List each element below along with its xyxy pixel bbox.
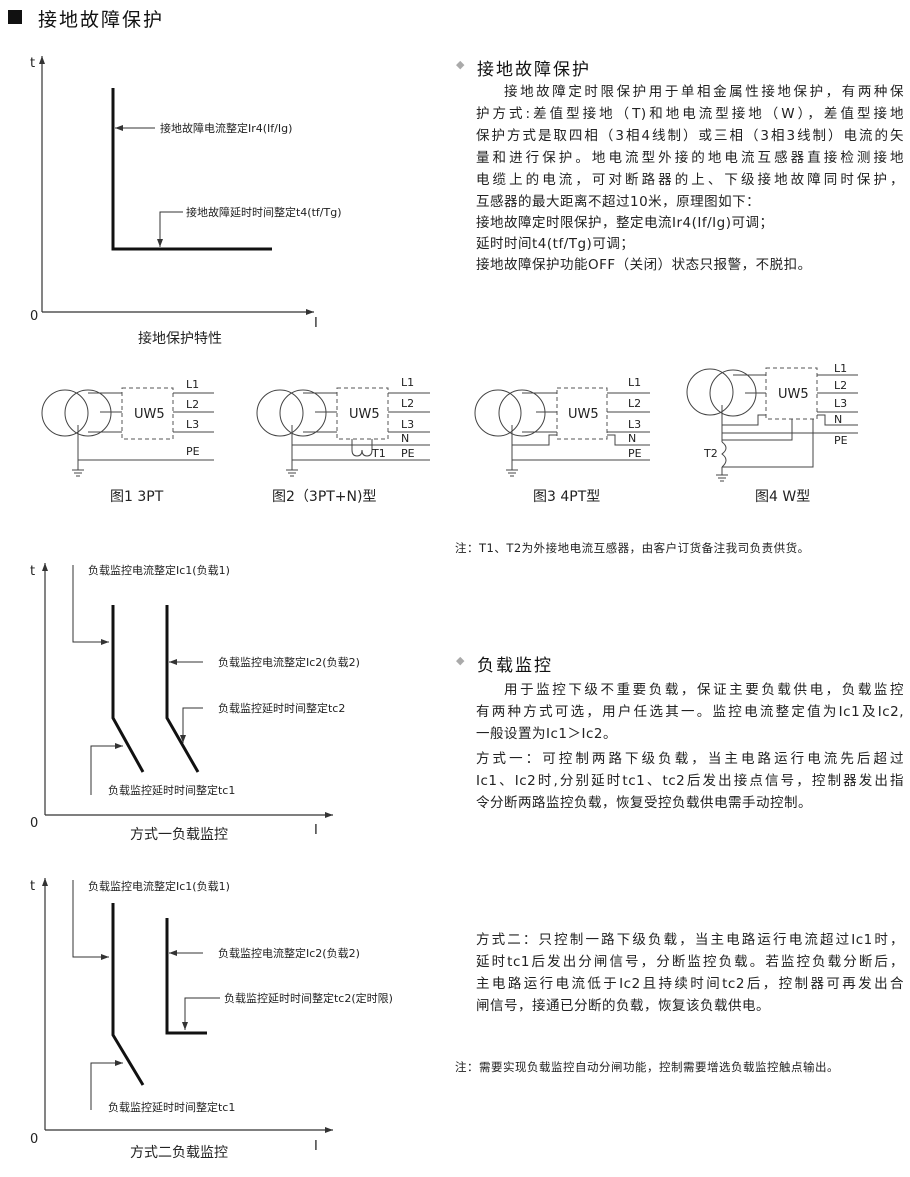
text-line: 互感器的最大距离不超过10米，原理图如下： xyxy=(476,194,761,210)
uw5-label: UW5 xyxy=(134,407,165,422)
chart-caption: 接地保护特性 xyxy=(138,330,222,347)
text-line: 有两种方式可选，用户任选其一。监控电流整定值为Ic1及Ic2, xyxy=(476,704,904,720)
diagram-note: 注：T1、T2为外接地电流互感器，由客户订货备注我司负责供货。 xyxy=(455,541,810,555)
i-axis-label: I xyxy=(314,316,318,331)
tc1-annotation: 负载监控延时时间整定tc1 xyxy=(108,783,235,797)
text-line: 一般设置为Ic1＞Ic2。 xyxy=(476,726,617,742)
text-line: 闸信号，接通已分断的负载，恢复该负载供电。 xyxy=(476,998,770,1014)
origin-label: 0 xyxy=(30,1132,38,1147)
l3-label: L3 xyxy=(628,418,641,431)
annotation-arrow xyxy=(157,211,183,247)
l1-label: L1 xyxy=(628,376,641,389)
t2-label: T2 xyxy=(703,447,718,460)
diagram-3pt: UW5 L1 L2 L3 PE 图1 3PT xyxy=(41,378,214,505)
text-line: 延时tc1后发出分闸信号，分断监控负载。若监控负载分断后， xyxy=(476,954,904,970)
ic2-annotation: 负载监控电流整定Ic2(负载2) xyxy=(218,946,360,960)
l2-label: L2 xyxy=(628,397,641,410)
origin-label: 0 xyxy=(30,309,38,324)
i-axis-label: I xyxy=(314,1139,318,1154)
text-line: 延时时间t4(tf/Tg)可调； xyxy=(476,236,635,252)
text-line: 护方式:差值型接地（T)和地电流型接地（W），差值型接地 xyxy=(476,106,904,122)
uw5-label: UW5 xyxy=(778,387,809,402)
load-mode1-chart: t 0 I 负载监控电流整定Ic1(负载1) 负载监控电流整定Ic2(负载2) … xyxy=(30,563,360,843)
text-line: 接地故障保护功能OFF（关闭）状态只报警，不脱扣。 xyxy=(476,257,812,273)
ic2-annotation: 负载监控电流整定Ic2(负载2) xyxy=(218,655,360,669)
t1-label: T1 xyxy=(371,447,386,460)
n-label: N xyxy=(628,432,636,445)
l3-label: L3 xyxy=(834,397,847,410)
text-line: 量和进行保护。地电流型外接的地电流互感器直接检测接地 xyxy=(476,150,904,166)
load1-curve xyxy=(111,903,145,1086)
diagram-4pt: UW5 L1 L2 L3 N PE 图3 4PT型 xyxy=(474,376,650,505)
text-line: 保护方式是取四相（3相4线制）或三相（3相3线制）电流的矢 xyxy=(476,128,904,144)
ic1-annotation: 负载监控电流整定Ic1(负载1) xyxy=(88,563,230,577)
diagram-caption: 图3 4PT型 xyxy=(533,489,600,505)
diagram-w: UW5 L1 L2 L3 N PE T2 图4 W型 xyxy=(686,362,858,505)
l1-label: L1 xyxy=(401,376,414,389)
l2-label: L2 xyxy=(186,398,199,411)
text-line: 方式一：可控制两路下级负载，当主电路运行电流先后超过 xyxy=(476,751,904,767)
l2-label: L2 xyxy=(834,379,847,392)
text-line: Ic1、Ic2时,分别延时tc1、tc2后发出接点信号，控制器发出指 xyxy=(476,773,904,789)
load-note: 注：需要实现负载监控自动分闸功能，控制需要增选负载监控触点输出。 xyxy=(455,1060,839,1074)
chart-caption: 方式一负载监控 xyxy=(130,827,228,843)
pe-label: PE xyxy=(401,447,415,460)
load-heading: 负载监控 xyxy=(477,656,553,676)
pe-label: PE xyxy=(628,447,642,460)
text-line: 主电路运行电流低于Ic2且持续时间tc2后，控制器可再发出合 xyxy=(476,976,904,992)
ic1-annotation: 负载监控电流整定Ic1(负载1) xyxy=(88,879,230,893)
n-label: N xyxy=(834,413,842,426)
origin-label: 0 xyxy=(30,816,38,831)
diagram-3pt-n: UW5 L1 L2 L3 N T1 PE 图2（3PT+N)型 xyxy=(256,376,430,505)
diamond-bullet-icon: ◆ xyxy=(456,654,465,667)
chart-caption: 方式二负载监控 xyxy=(130,1145,228,1161)
n-label: N xyxy=(401,432,409,445)
uw5-label: UW5 xyxy=(349,407,380,422)
tc2-annotation: 负载监控延时时间整定tc2(定时限) xyxy=(224,991,393,1005)
page-title: 接地故障保护 xyxy=(38,9,165,31)
i-axis-label: I xyxy=(314,823,318,838)
t-axis-label: t xyxy=(30,56,35,71)
diagram-caption: 图1 3PT xyxy=(110,489,164,505)
text-line: 接地故障定时限保护用于单相金属性接地保护，有两种保 xyxy=(504,84,904,100)
text-line: 令分断两路监控负载，恢复受控负载供电需手动控制。 xyxy=(476,795,812,811)
ground-heading: 接地故障保护 xyxy=(477,60,591,80)
ground-curve xyxy=(111,88,272,251)
tc2-annotation: 负载监控延时时间整定tc2 xyxy=(218,701,345,715)
load1-curve xyxy=(111,605,145,773)
l2-label: L2 xyxy=(401,397,414,410)
text-line: 用于监控下级不重要负载，保证主要负载供电，负载监控 xyxy=(504,682,904,698)
load2-curve xyxy=(165,605,200,773)
diagram-caption: 图4 W型 xyxy=(755,489,810,505)
text-line: 方式二：只控制一路下级负载，当主电路运行电流超过Ic1时， xyxy=(476,932,904,948)
diagram-caption: 图2（3PT+N)型 xyxy=(272,489,376,505)
l3-label: L3 xyxy=(186,418,199,431)
load2-curve xyxy=(165,918,207,1035)
t4-annotation: 接地故障延时时间整定t4(tf/Tg) xyxy=(186,205,342,219)
ground-characteristic-chart: t 0 I 接地故障电流整定Ir4(If/Ig) 接地故障延时时间整定t4(tf… xyxy=(30,56,342,347)
t-axis-label: t xyxy=(30,879,35,894)
diamond-bullet-icon: ◆ xyxy=(456,58,465,71)
t-axis-label: t xyxy=(30,564,35,579)
pe-label: PE xyxy=(186,445,200,458)
l3-label: L3 xyxy=(401,418,414,431)
pe-label: PE xyxy=(834,434,848,447)
section-marker xyxy=(8,10,22,24)
text-line: 接地故障定时限保护，整定电流Ir4(If/Ig)可调； xyxy=(476,215,774,231)
text-line: 电缆上的电流，可对断路器的上、下级接地故障同时保护， xyxy=(476,172,904,188)
ir4-annotation: 接地故障电流整定Ir4(If/Ig) xyxy=(160,121,292,135)
l1-label: L1 xyxy=(834,362,847,375)
l1-label: L1 xyxy=(186,378,199,391)
load-mode2-chart: t 0 I 负载监控电流整定Ic1(负载1) 负载监控电流整定Ic2(负载2) … xyxy=(30,878,393,1161)
tc1-annotation: 负载监控延时时间整定tc1 xyxy=(108,1100,235,1114)
uw5-label: UW5 xyxy=(568,407,599,422)
